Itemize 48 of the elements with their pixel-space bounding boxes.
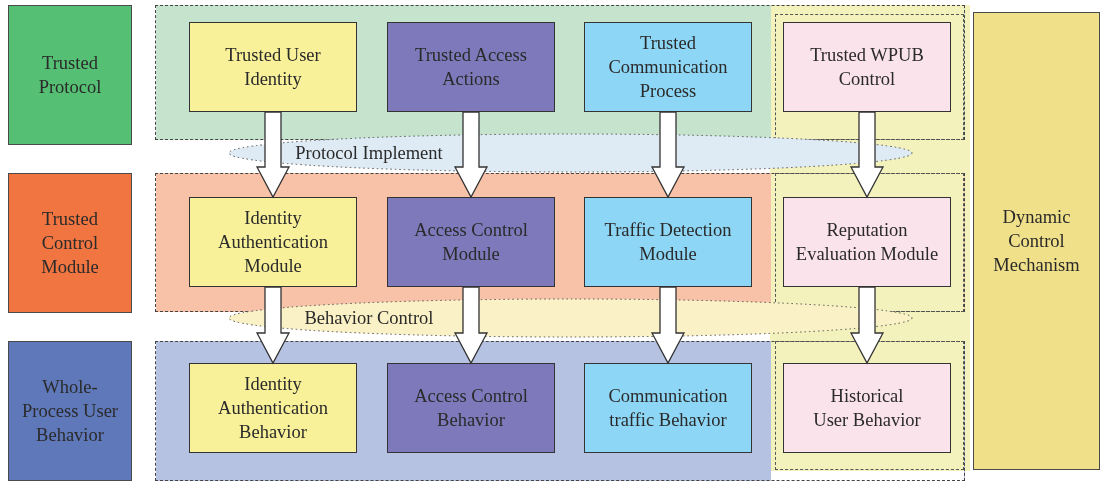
- layer-title-box: [973, 12, 1100, 470]
- layer-panel: [155, 173, 965, 312]
- module-label: Trusted Access Actions: [414, 43, 528, 91]
- layer-panel: [155, 5, 965, 140]
- module-box: [387, 197, 555, 287]
- module-box: [387, 363, 555, 453]
- layer-title: Dynamic Control Mechanism: [992, 205, 1081, 277]
- module-label: Historical User Behavior: [812, 384, 922, 432]
- block-arrow: [849, 286, 885, 365]
- module-box: [387, 22, 555, 112]
- dashed-region: [775, 173, 964, 312]
- module-box: [584, 363, 752, 453]
- band-label: Protocol Implement: [294, 141, 444, 165]
- module-box: [189, 22, 357, 112]
- module-label: Identity Authentication Module: [217, 206, 329, 278]
- module-box: [189, 197, 357, 287]
- layer-title-box: [8, 173, 132, 313]
- module-label: Communication traffic Behavior: [607, 384, 729, 432]
- dashed-region: [775, 341, 964, 470]
- layer-title: Trusted Protocol: [37, 51, 103, 99]
- module-label: Access Control Behavior: [413, 384, 529, 432]
- module-label: Access Control Module: [413, 218, 529, 266]
- module-label: Traffic Detection Module: [603, 218, 733, 266]
- block-arrow: [255, 286, 291, 365]
- module-label: Trusted Communication Process: [607, 31, 729, 103]
- layer-title-box: [8, 341, 132, 481]
- block-arrow: [453, 111, 489, 199]
- layer-title-box: [8, 5, 132, 145]
- module-box: [584, 197, 752, 287]
- module-box: [783, 22, 951, 112]
- layer-title: Trusted Control Module: [40, 207, 100, 279]
- module-label: Reputation Evaluation Module: [794, 218, 940, 266]
- layer-title: Whole-Process User Behavior: [20, 375, 120, 447]
- block-arrow: [453, 286, 489, 365]
- block-arrow: [255, 111, 291, 199]
- module-box: [189, 363, 357, 453]
- module-box: [783, 197, 951, 287]
- module-box: [783, 363, 951, 453]
- layer-panel: [155, 341, 965, 481]
- band-label: Behavior Control: [303, 306, 435, 330]
- block-arrow: [849, 111, 885, 199]
- module-label: Identity Authentication Behavior: [217, 372, 329, 444]
- block-arrow: [650, 286, 686, 365]
- module-box: [584, 22, 752, 112]
- module-label: Trusted User Identity: [224, 43, 322, 91]
- block-arrow: [650, 111, 686, 199]
- module-label: Trusted WPUB Control: [809, 43, 925, 91]
- dashed-region: [775, 14, 964, 140]
